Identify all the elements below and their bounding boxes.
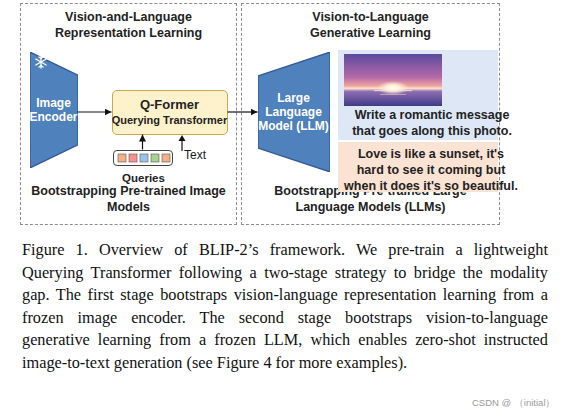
frozen-icon xyxy=(262,57,276,71)
node-text: Image Encoder xyxy=(30,96,78,124)
node-text: Large Language Model (LLM) xyxy=(258,91,330,133)
figure-caption: Figure 1. Overview of BLIP-2’s framework… xyxy=(22,239,548,375)
node-text: Querying Transformer xyxy=(70,113,270,127)
flow-arrow xyxy=(228,111,258,112)
node-text: Love is like a sunset, it's hard to see … xyxy=(344,146,519,194)
query-tokens xyxy=(113,150,173,166)
node-text: Q-Former xyxy=(82,97,257,113)
image-encoder: Image Encoder xyxy=(30,52,78,168)
qformer-box: Q-FormerQuerying Transformer xyxy=(112,90,228,135)
flow-arrow xyxy=(142,135,143,150)
stage-panel: Vision-and-Language Representation Learn… xyxy=(20,3,237,225)
node-text: Vision-and-Language Representation Learn… xyxy=(41,9,216,41)
node-text: Write a romantic message that goes along… xyxy=(345,107,520,139)
llm-block: Large Language Model (LLM) xyxy=(258,52,330,172)
node-text: Vision-to-Language Generative Learning xyxy=(283,9,458,41)
node-text: Queries xyxy=(104,170,184,186)
sunset-photo xyxy=(344,54,442,106)
input-label: Text xyxy=(184,148,206,162)
watermark: CSDN @ （initial） xyxy=(472,397,556,410)
frozen-icon xyxy=(34,55,48,69)
stage-panel: Vision-to-Language Generative LearningBo… xyxy=(241,3,500,225)
text-input-arrow xyxy=(176,134,188,152)
flow-arrow xyxy=(78,111,112,112)
response-box: Love is like a sunset, it's hard to see … xyxy=(338,142,498,192)
node-text: Bootstrapping Pre-trained Image Models xyxy=(29,183,229,215)
